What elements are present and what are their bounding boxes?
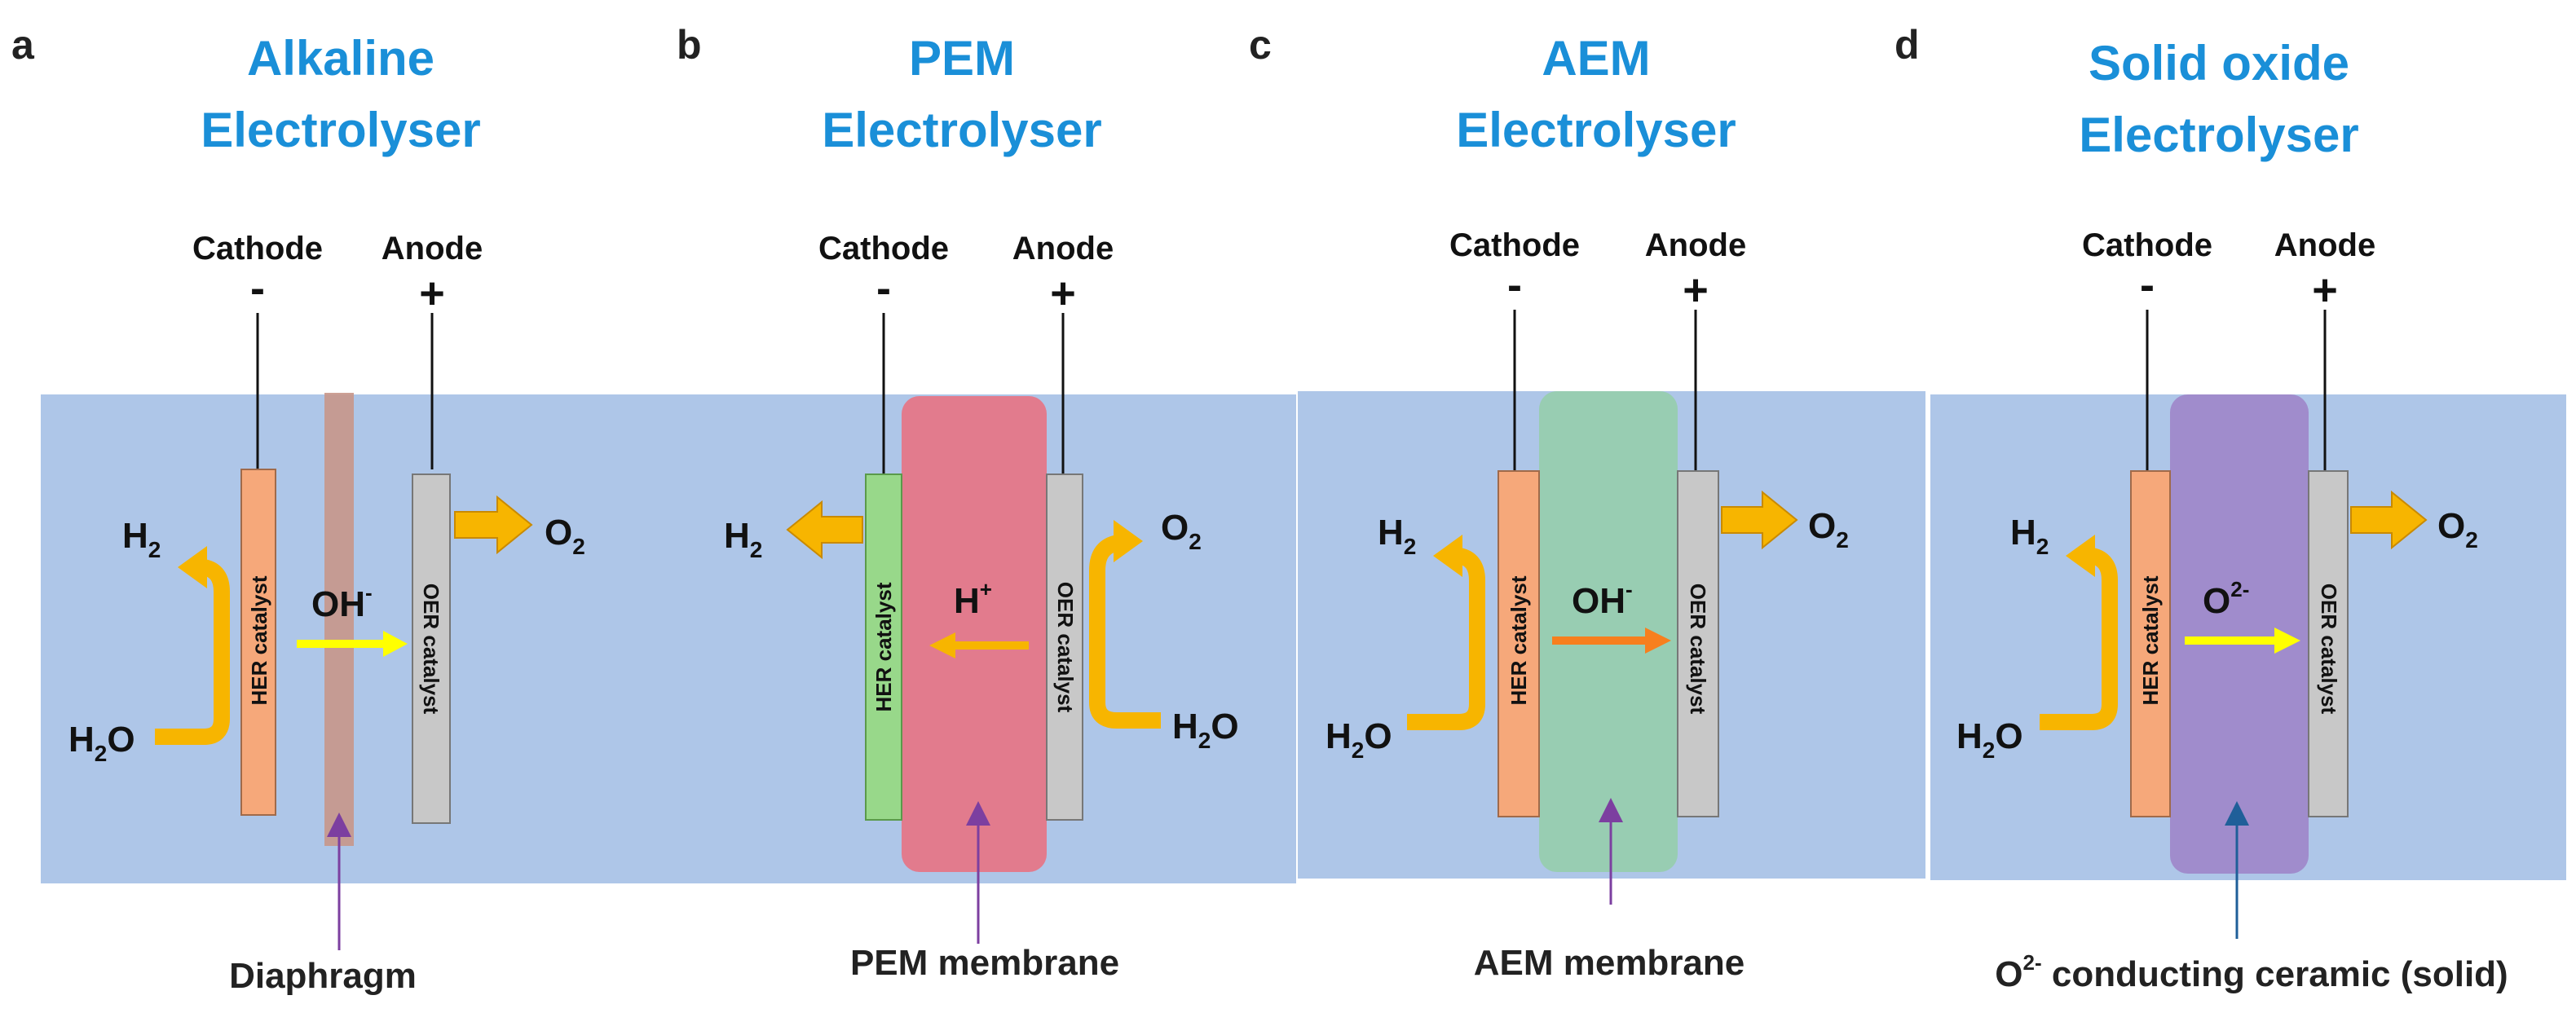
panel-c-h2: H2 (1378, 513, 1416, 559)
panel-d-h2: H2 (2010, 513, 2049, 559)
panel-d-h2-arrowhead (2066, 535, 2095, 577)
panel-d-o2-arrow (2350, 490, 2428, 550)
panel-a-water-to-h2-arrow (155, 559, 230, 745)
panel-b-oer-catalyst (1046, 473, 1083, 821)
panel-d-cathode-label: Cathode (2082, 227, 2212, 263)
panel-a-anode-label: Anode (382, 231, 483, 266)
panel-d-water-to-h2-arrow (2040, 548, 2118, 730)
panel-b-her-label: HER catalyst (871, 582, 896, 711)
panel-a-oer-label: OER catalyst (419, 584, 443, 715)
panel-a-diaphragm (324, 393, 354, 846)
panel-c-h2-arrowhead (1433, 535, 1462, 577)
panel-a-title-line2: Electrolyser (201, 103, 481, 157)
panel-b-title-line1: PEM (909, 31, 1015, 86)
panel-c-o2-arrow (1721, 490, 1798, 550)
panel-alkaline: a Alkaline Electrolyser Cathode - Anode … (11, 22, 668, 996)
panel-letter-c: c (1249, 22, 1272, 68)
panel-solid-oxide: d Solid oxide Electrolyser Cathode - Ano… (1895, 22, 2566, 994)
panel-c-cathode-label: Cathode (1449, 227, 1580, 263)
panel-a-electrolyte (41, 394, 668, 883)
panel-a-anode-sign: + (419, 269, 445, 318)
panel-c-oer-label: OER catalyst (1686, 584, 1710, 715)
panel-d-ion: O2- (2203, 577, 2249, 621)
panel-c-cathode-sign: - (1507, 261, 1522, 310)
panel-letter-a: a (11, 22, 35, 68)
panel-b-h2: H2 (724, 516, 762, 562)
panel-b-o2-arrowhead (1114, 520, 1143, 562)
panel-d-title-line1: Solid oxide (2089, 36, 2349, 90)
panel-d-oer-catalyst (2308, 470, 2349, 817)
panel-d-her-catalyst (2130, 470, 2171, 817)
panel-c-her-catalyst (1498, 470, 1540, 817)
panel-d-o2: O2 (2437, 506, 2478, 553)
panel-c-separator-label: AEM membrane (1474, 943, 1745, 983)
panel-c-water: H2O (1325, 716, 1392, 763)
panel-b-oer-label: OER catalyst (1053, 582, 1078, 713)
panel-a-h2: H2 (122, 516, 161, 562)
panel-a-title-line1: Alkaline (247, 31, 434, 86)
panel-d-cathode-sign: - (2140, 261, 2155, 310)
panel-c-title-line2: Electrolyser (1456, 103, 1736, 157)
panel-b-water: H2O (1172, 707, 1239, 753)
panel-a-cathode-sign: - (250, 264, 265, 313)
panel-d-ceramic (2170, 394, 2309, 874)
panel-b-ion: H+ (954, 577, 992, 621)
panel-d-anode-label: Anode (2274, 227, 2375, 263)
panel-b-separator-label: PEM membrane (850, 943, 1119, 983)
panel-b-anode-sign: + (1050, 269, 1076, 318)
panel-b-her-catalyst (865, 473, 902, 821)
panel-letter-b: b (677, 22, 702, 68)
panel-c-o2: O2 (1808, 506, 1849, 553)
panel-a-ion: OH- (311, 580, 373, 624)
panel-letter-d: d (1895, 22, 1920, 68)
panel-b-cathode-label: Cathode (818, 231, 949, 266)
panel-d-separator-label: O2- conducting ceramic (solid) (1995, 950, 2508, 994)
panel-d-title-line2: Electrolyser (2079, 108, 2359, 162)
panel-c-ion: OH- (1572, 577, 1633, 621)
panel-d-water: H2O (1956, 716, 2023, 763)
panel-d-ion-arrowhead (2274, 628, 2300, 654)
panel-b-water-to-o2-arrow (1089, 535, 1161, 729)
panel-b-o2: O2 (1161, 508, 1202, 554)
panel-a-oer-catalyst (412, 473, 451, 824)
panel-b-title-line2: Electrolyser (822, 103, 1102, 157)
panel-c-ion-arrowhead (1645, 628, 1671, 654)
panel-c-anode-label: Anode (1645, 227, 1746, 263)
panel-c-her-label: HER catalyst (1506, 575, 1531, 705)
panel-b-anode-label: Anode (1012, 231, 1114, 266)
panel-c-anode-sign: + (1683, 266, 1709, 315)
panel-c-oer-catalyst (1677, 470, 1719, 817)
panel-a-h2-arrowhead (178, 546, 207, 588)
panel-a-o2: O2 (545, 513, 585, 559)
panel-b-cathode-sign: - (876, 264, 891, 313)
panel-a-her-label: HER catalyst (247, 575, 271, 705)
panel-a-water: H2O (68, 720, 135, 766)
panel-d-anode-sign: + (2312, 266, 2338, 315)
panel-a-cathode-label: Cathode (192, 231, 323, 266)
panel-c-aem-membrane (1539, 391, 1678, 872)
panel-aem: c AEM Electrolyser Cathode - Anode + HER… (1249, 22, 1925, 983)
panel-a-separator-label: Diaphragm (229, 956, 417, 996)
panel-pem: b PEM Electrolyser Cathode - Anode + HER… (668, 22, 1296, 983)
panel-c-water-to-h2-arrow (1407, 548, 1485, 730)
panel-a-o2-arrow (454, 495, 533, 555)
panel-b-pem-membrane (902, 396, 1047, 872)
panel-b-h2-arrow (786, 500, 863, 560)
panel-c-title-line1: AEM (1542, 31, 1650, 86)
panel-a-her-catalyst (240, 469, 276, 816)
panel-d-her-label: HER catalyst (2138, 575, 2163, 705)
panel-a-ion-arrowhead (383, 631, 408, 657)
panel-d-oer-label: OER catalyst (2317, 584, 2341, 715)
panel-b-ion-arrowhead (929, 632, 955, 658)
